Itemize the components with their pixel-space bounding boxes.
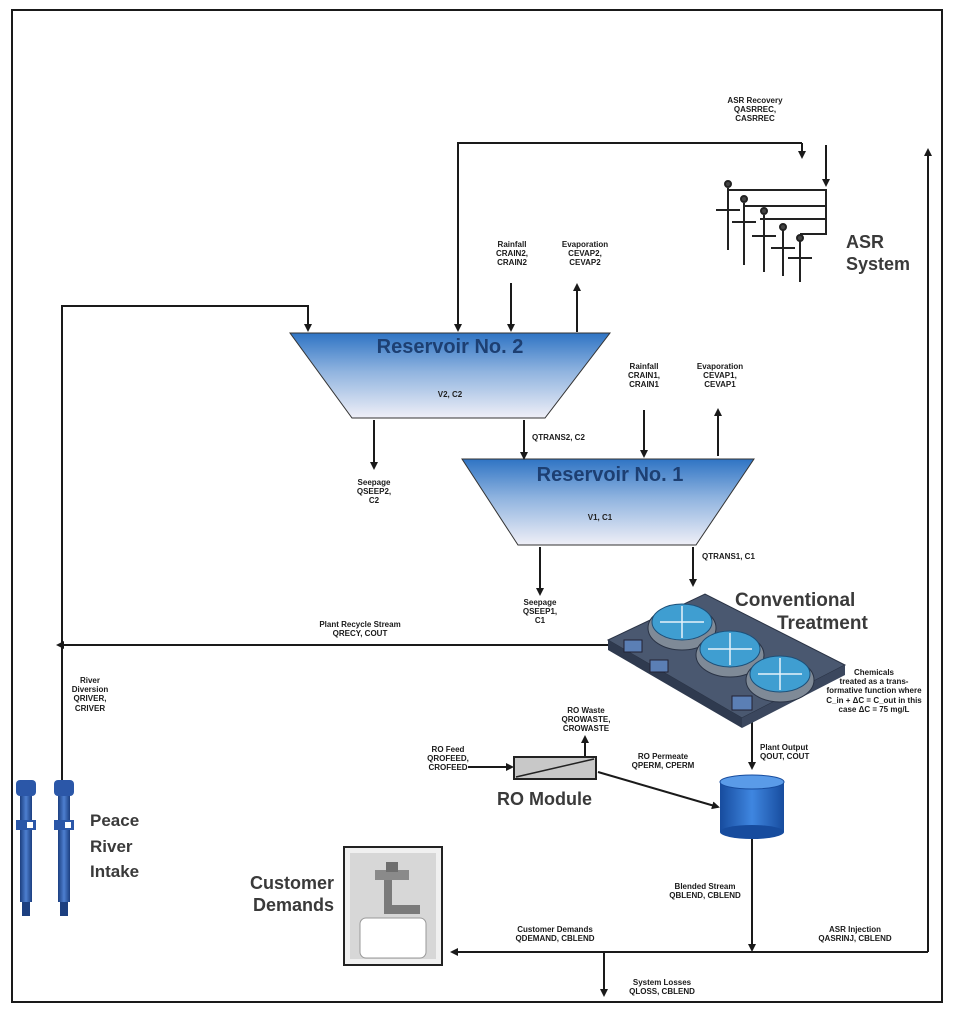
evaporation-1-label: Evaporation CEVAP1, CEVAP1: [680, 362, 760, 390]
peace-river-intake-line3: Intake: [90, 859, 170, 885]
rainfall-1-line3: CRAIN1: [608, 380, 680, 389]
evaporation-2-line3: CEVAP2: [545, 258, 625, 267]
asr-recovery-line2: QASRREC,: [700, 105, 810, 114]
chemicals-line5: case ΔC = 75 mg/L: [818, 705, 930, 714]
river-diversion-line2: Diversion: [62, 685, 118, 694]
conventional-treatment-line2: Treatment: [735, 613, 895, 636]
ro-waste-line2: QROWASTE,: [548, 715, 624, 724]
asr-system-title: ASR System: [846, 232, 936, 275]
seepage-2-line2: QSEEP2,: [336, 487, 412, 496]
customer-demands-flow-label: Customer Demands QDEMAND, CBLEND: [505, 925, 605, 943]
asr-injection-line1: ASR Injection: [800, 925, 910, 934]
seepage-2-label: Seepage QSEEP2, C2: [336, 478, 412, 506]
system-losses-line2: QLOSS, CBLEND: [612, 987, 712, 996]
rainfall-1-label: Rainfall CRAIN1, CRAIN1: [608, 362, 680, 390]
ro-feed-line1: RO Feed: [418, 745, 478, 754]
evaporation-1-line3: CEVAP1: [680, 380, 760, 389]
ro-feed-label: RO Feed QROFEED, CROFEED: [418, 745, 478, 773]
evaporation-1-line1: Evaporation: [680, 362, 760, 371]
asr-injection-line2: QASRINJ, CBLEND: [800, 934, 910, 943]
river-pumps-icon: [16, 780, 74, 916]
asr-recovery-line3: CASRREC: [700, 114, 810, 123]
river-diversion-line3: QRIVER,: [62, 694, 118, 703]
evaporation-2-line1: Evaporation: [545, 240, 625, 249]
customer-demands-line2: Demands: [230, 895, 334, 917]
system-losses-label: System Losses QLOSS, CBLEND: [612, 978, 712, 996]
ro-feed-line3: CROFEED: [418, 763, 478, 772]
reservoir-1-title: Reservoir No. 1: [490, 464, 730, 487]
ro-waste-line1: RO Waste: [548, 706, 624, 715]
asr-system-line1: ASR: [846, 232, 936, 254]
customer-faucet-image: [344, 847, 442, 965]
blended-stream-line1: Blended Stream: [660, 882, 750, 891]
plant-output-label: Plant Output QOUT, COUT: [760, 743, 840, 761]
customer-demands-title: Customer Demands: [230, 873, 334, 916]
river-diversion-label: River Diversion QRIVER, CRIVER: [62, 676, 118, 713]
ro-feed-line2: QROFEED,: [418, 754, 478, 763]
seepage-1-line2: QSEEP1,: [502, 607, 578, 616]
conventional-treatment-title: Conventional Treatment: [735, 590, 895, 636]
asr-recovery-line1: ASR Recovery: [700, 96, 810, 105]
storage-tank-icon: [720, 775, 784, 839]
ro-permeate-line2: QPERM, CPERM: [618, 761, 708, 770]
peace-river-intake-line1: Peace: [90, 808, 170, 834]
asr-recovery-line: [458, 143, 802, 330]
evaporation-1-line2: CEVAP1,: [680, 371, 760, 380]
rainfall-2-line2: CRAIN2,: [476, 249, 548, 258]
conventional-treatment-line1: Conventional: [735, 590, 895, 613]
blended-stream-label: Blended Stream QBLEND, CBLEND: [660, 882, 750, 900]
ro-permeate-label: RO Permeate QPERM, CPERM: [618, 752, 708, 770]
customer-demands-flow-line2: QDEMAND, CBLEND: [505, 934, 605, 943]
seepage-2-line1: Seepage: [336, 478, 412, 487]
river-diversion-line4: CRIVER: [62, 704, 118, 713]
rainfall-1-line2: CRAIN1,: [608, 371, 680, 380]
river-diversion-line1: River: [62, 676, 118, 685]
plant-recycle-line1: Plant Recycle Stream: [300, 620, 420, 629]
asr-system-line2: System: [846, 254, 936, 276]
chemicals-line2: treated as a trans-: [818, 677, 930, 686]
asr-recovery-label: ASR Recovery QASRREC, CASRREC: [700, 96, 810, 124]
customer-demands-line1: Customer: [230, 873, 334, 895]
rainfall-2-label: Rainfall CRAIN2, CRAIN2: [476, 240, 548, 268]
plant-recycle-label: Plant Recycle Stream QRECY, COUT: [300, 620, 420, 638]
chemicals-label: Chemicals treated as a trans- formative …: [818, 668, 930, 714]
rainfall-2-line1: Rainfall: [476, 240, 548, 249]
evaporation-2-label: Evaporation CEVAP2, CEVAP2: [545, 240, 625, 268]
reservoir-1-state: V1, C1: [550, 513, 650, 522]
flow-lines: [58, 143, 928, 995]
system-losses-line1: System Losses: [612, 978, 712, 987]
reservoir-2-state: V2, C2: [400, 390, 500, 399]
rainfall-1-line1: Rainfall: [608, 362, 680, 371]
plant-output-line2: QOUT, COUT: [760, 752, 840, 761]
chemicals-line1: Chemicals: [818, 668, 930, 677]
ro-module-title: RO Module: [497, 789, 627, 811]
ro-waste-label: RO Waste QROWASTE, CROWASTE: [548, 706, 624, 734]
plant-output-line1: Plant Output: [760, 743, 840, 752]
rainfall-2-line3: CRAIN2: [476, 258, 548, 267]
seepage-1-label: Seepage QSEEP1, C1: [502, 598, 578, 626]
qtrans1-label: QTRANS1, C1: [702, 552, 792, 561]
ro-waste-line3: CROWASTE: [548, 724, 624, 733]
peace-river-intake-title: Peace River Intake: [90, 808, 170, 885]
asr-wells-icon: [716, 181, 826, 282]
seepage-2-line3: C2: [336, 496, 412, 505]
qtrans2-label: QTRANS2, C2: [532, 433, 622, 442]
peace-river-intake-line2: River: [90, 834, 170, 860]
evaporation-2-line2: CEVAP2,: [545, 249, 625, 258]
customer-demands-flow-line1: Customer Demands: [505, 925, 605, 934]
chemicals-line3: formative function where: [818, 686, 930, 695]
seepage-1-line3: C1: [502, 616, 578, 625]
ro-permeate-line1: RO Permeate: [618, 752, 708, 761]
chemicals-line4: C_in + ΔC = C_out in this: [818, 696, 930, 705]
seepage-1-line1: Seepage: [502, 598, 578, 607]
reservoir-2-title: Reservoir No. 2: [330, 336, 570, 359]
ro-module-icon: [514, 757, 596, 779]
asr-injection-label: ASR Injection QASRINJ, CBLEND: [800, 925, 910, 943]
plant-recycle-line2: QRECY, COUT: [300, 629, 420, 638]
blended-stream-line2: QBLEND, CBLEND: [660, 891, 750, 900]
